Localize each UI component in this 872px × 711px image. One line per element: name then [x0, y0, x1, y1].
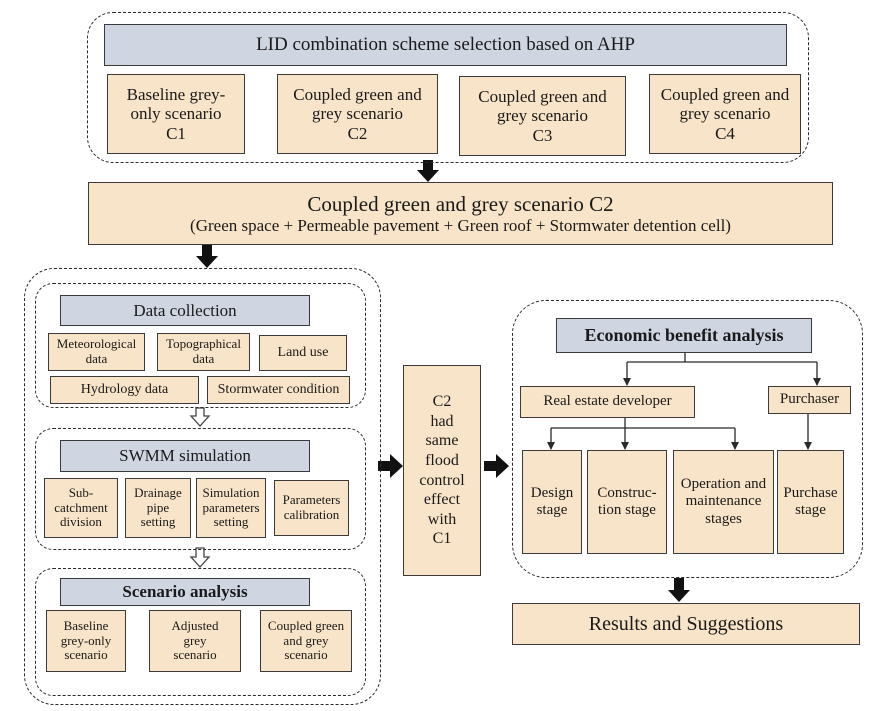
developer-label: Real estate developer — [543, 393, 672, 410]
hydrology-data-label: Hydrology data — [80, 381, 169, 397]
economic-title-box: Economic benefit analysis — [556, 318, 812, 353]
data-collection-title: Data collection — [133, 300, 237, 320]
subcatchment-division-box: Sub- catchment division — [44, 478, 118, 538]
purchaser-label: Purchaser — [779, 391, 840, 408]
scenario-c1-label: Baseline grey- only scenario C1 — [126, 84, 226, 143]
operation-stage-box: Operation and maintenance stages — [673, 450, 774, 554]
conclusion-label: C2 had same flood control effect with C1 — [419, 393, 465, 548]
economic-group — [512, 300, 863, 578]
baseline-scenario-label: Baseline grey-only scenario — [60, 617, 112, 663]
data-collection-title-box: Data collection — [60, 295, 310, 326]
coupled-scenario-box: Coupled green and grey scenario — [260, 610, 352, 672]
scenario-analysis-group — [35, 568, 366, 696]
hydrology-data-box: Hydrology data — [50, 376, 199, 404]
topographical-data-box: Topographical data — [157, 333, 250, 371]
scenario-c1-box: Baseline grey- only scenario C1 — [107, 74, 245, 154]
construction-stage-label: Construc- tion stage — [597, 484, 657, 518]
swmm-title: SWMM simulation — [119, 446, 251, 466]
economic-title: Economic benefit analysis — [584, 325, 784, 346]
selected-scenario-title: Coupled green and grey scenario C2 — [307, 191, 614, 216]
adjusted-scenario-box: Adjusted grey scenario — [149, 610, 241, 672]
meteorological-data-label: Meteorological data — [56, 336, 137, 366]
ahp-title-box: LID combination scheme selection based o… — [104, 24, 787, 66]
adjusted-scenario-label: Adjusted grey scenario — [171, 617, 219, 663]
stormwater-condition-box: Stormwater condition — [207, 376, 350, 404]
design-stage-label: Design stage — [530, 484, 574, 518]
simulation-parameters-box: Simulation parameters setting — [196, 478, 266, 538]
purchase-stage-box: Purchase stage — [777, 450, 844, 554]
scenario-analysis-title: Scenario analysis — [122, 582, 248, 602]
scenario-c2-box: Coupled green and grey scenario C2 — [277, 74, 438, 154]
ahp-title: LID combination scheme selection based o… — [256, 34, 635, 56]
scenario-c3-label: Coupled green and grey scenario C3 — [478, 86, 607, 145]
parameters-calibration-label: Parameters calibration — [282, 492, 341, 522]
baseline-scenario-box: Baseline grey-only scenario — [46, 610, 126, 672]
results-label: Results and Suggestions — [588, 612, 784, 635]
parameters-calibration-box: Parameters calibration — [274, 480, 349, 536]
scenario-c3-box: Coupled green and grey scenario C3 — [459, 76, 626, 156]
subcatchment-division-label: Sub- catchment division — [54, 484, 108, 530]
land-use-label: Land use — [277, 344, 329, 360]
meteorological-data-box: Meteorological data — [48, 333, 145, 371]
operation-stage-label: Operation and maintenance stages — [680, 476, 767, 527]
results-box: Results and Suggestions — [512, 603, 860, 645]
swmm-group — [35, 428, 366, 550]
thick-arrows — [196, 160, 690, 602]
selected-scenario-box: Coupled green and grey scenario C2 (Gree… — [88, 182, 833, 245]
topographical-data-label: Topographical data — [166, 336, 241, 366]
thin-connectors — [547, 352, 821, 450]
data-collection-group — [35, 283, 366, 408]
stormwater-condition-label: Stormwater condition — [217, 381, 340, 397]
purchase-stage-label: Purchase stage — [783, 484, 838, 518]
drainage-pipe-label: Drainage pipe setting — [134, 484, 182, 530]
arrow-selected-to-left — [196, 244, 218, 268]
drainage-pipe-box: Drainage pipe setting — [125, 478, 191, 538]
arrow-left-to-conclusion — [378, 454, 403, 478]
simulation-group — [24, 268, 381, 705]
simulation-parameters-label: Simulation parameters setting — [202, 484, 260, 530]
scenario-analysis-title-box: Scenario analysis — [60, 578, 310, 606]
design-stage-box: Design stage — [522, 450, 582, 554]
selected-scenario-composition: (Green space + Permeable pavement + Gree… — [190, 215, 731, 235]
construction-stage-box: Construc- tion stage — [587, 450, 667, 554]
coupled-scenario-label: Coupled green and grey scenario — [267, 617, 345, 663]
scenario-c4-label: Coupled green and grey scenario C4 — [660, 84, 790, 143]
arrow-conclusion-to-right — [484, 454, 509, 478]
ahp-selection-group — [87, 12, 809, 163]
scenario-c2-label: Coupled green and grey scenario C2 — [293, 84, 422, 143]
arrow-top-to-selected — [417, 160, 439, 182]
land-use-box: Land use — [259, 335, 347, 371]
swmm-title-box: SWMM simulation — [60, 440, 310, 472]
conclusion-box: C2 had same flood control effect with C1 — [403, 365, 481, 576]
hollow-arrow-1 — [189, 407, 211, 427]
arrow-right-to-results — [668, 578, 690, 602]
scenario-c4-box: Coupled green and grey scenario C4 — [649, 74, 801, 154]
developer-box: Real estate developer — [520, 386, 695, 418]
purchaser-box: Purchaser — [768, 386, 851, 414]
